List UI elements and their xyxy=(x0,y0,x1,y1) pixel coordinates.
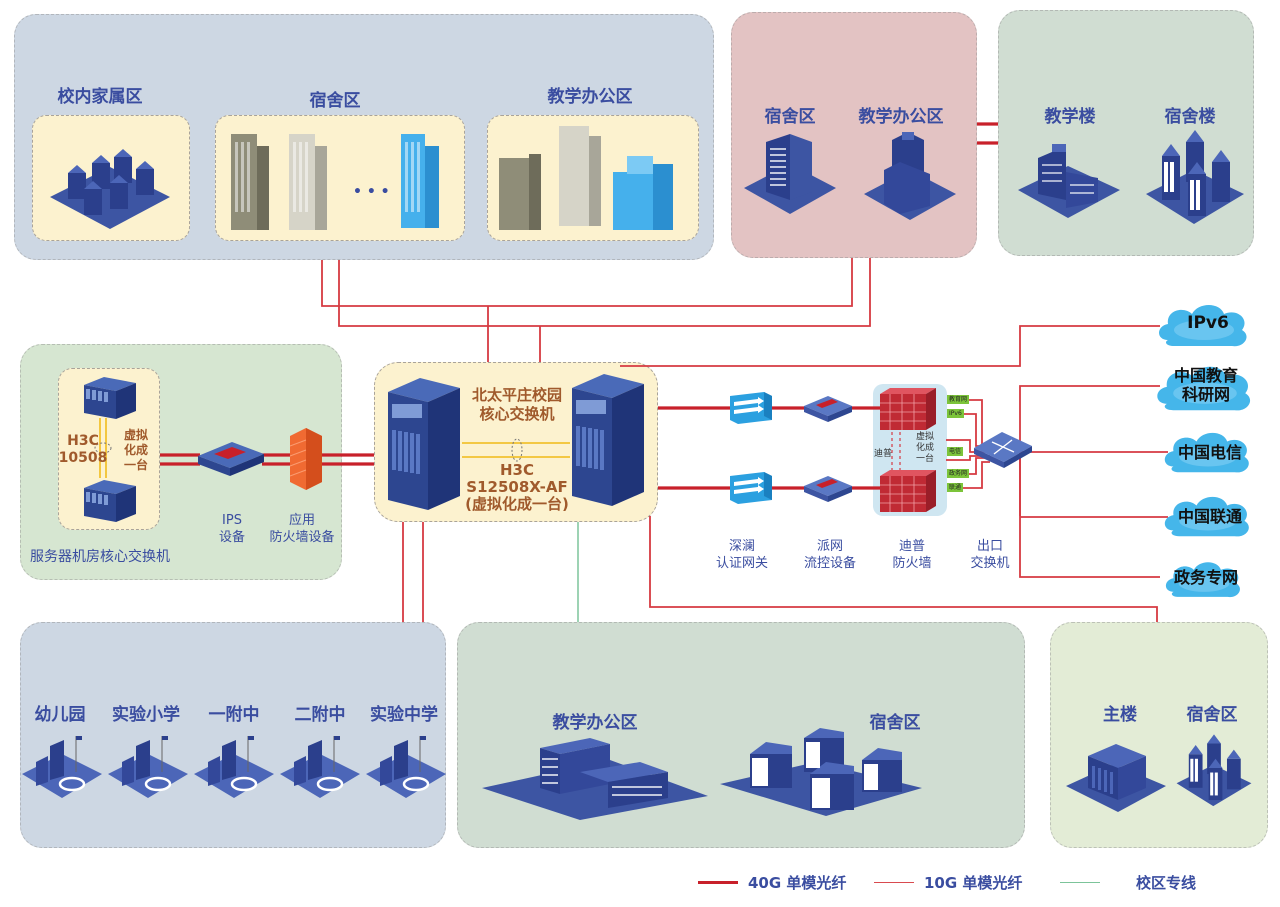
cloud-icon xyxy=(1164,432,1249,473)
legend-swatch-40g xyxy=(698,881,738,884)
fw-cluster-vendor: 迪普 xyxy=(874,449,893,459)
link-unicom xyxy=(1019,452,1160,578)
ips-label: IPS 设备 xyxy=(218,513,245,545)
area-label: 教学办公区 xyxy=(547,87,633,107)
dorm-complex-icon xyxy=(720,728,922,816)
cloud-label-cernet: 中国教育 科研网 xyxy=(1173,366,1238,404)
port-tag: 电信 xyxy=(947,447,964,456)
server-switch-virtual-note: 虚拟 化成 一台 xyxy=(123,428,148,472)
school-icon xyxy=(22,736,102,798)
server-core-switch-bottom-icon xyxy=(84,480,136,522)
ellipsis: • • • xyxy=(353,184,390,200)
school-label: 一附中 xyxy=(208,705,260,725)
legend-item-campus-line: 校区专线 xyxy=(1060,872,1196,893)
link-north-b xyxy=(338,258,871,327)
cloud-label-unicom: 中国联通 xyxy=(1177,507,1242,526)
server-switch-model: H3C 10508 xyxy=(58,433,108,466)
cloud-icon xyxy=(1164,496,1249,537)
cloud-label-ipv6: IPv6 xyxy=(1187,313,1229,333)
egress-device-label: 出口 交换机 xyxy=(970,539,1010,571)
dormitory-towers-icon xyxy=(231,134,439,230)
main-hall-icon xyxy=(1066,744,1166,812)
area-label: 教学办公区 xyxy=(858,107,944,127)
residential-cluster-icon xyxy=(50,149,170,229)
egress-switch-icon xyxy=(974,432,1032,468)
school-label: 实验小学 xyxy=(112,705,180,725)
app-firewall-icon xyxy=(289,428,322,490)
egress-device-label: 迪普 防火墙 xyxy=(892,539,932,571)
core-switch-right-icon xyxy=(572,374,644,506)
school-icon xyxy=(108,736,188,798)
egress-device-label: 深澜 认证网关 xyxy=(715,539,768,571)
legend-label: 校区专线 xyxy=(1136,874,1197,892)
area-label: 宿舍区 xyxy=(764,107,816,127)
cloud-icon xyxy=(1157,366,1251,411)
area-label: 教学楼 xyxy=(1044,107,1096,127)
area-label: 主楼 xyxy=(1103,705,1137,725)
link-core-ipv6 xyxy=(620,325,1160,367)
dorm-buildings-icon xyxy=(1176,734,1252,807)
legend-swatch-10g xyxy=(874,881,914,884)
highrise-icon xyxy=(744,134,836,214)
ips-device-icon xyxy=(198,442,264,476)
zone-affiliated-schools xyxy=(20,622,446,848)
legend-label: 10G 单模光纤 xyxy=(924,874,1023,892)
auth-gateway-icon xyxy=(730,392,772,424)
server-core-switch-top-icon xyxy=(84,377,136,419)
zone-campus-pink xyxy=(731,12,977,258)
zone-campus-southeast xyxy=(1050,622,1268,848)
area-label: 宿舍区 xyxy=(869,713,921,733)
area-label: 宿舍楼 xyxy=(1164,107,1216,127)
cloud-label-gov: 政务专网 xyxy=(1173,568,1238,587)
campus-office-icon xyxy=(482,738,708,820)
firewall-icon-2 xyxy=(880,470,936,512)
fw-cluster-virtual-note: 虚拟 化成 一台 xyxy=(916,432,935,464)
dorm-buildings-icon xyxy=(1146,130,1244,224)
port-tag: 教育网 xyxy=(947,395,970,404)
core-switch-model: H3C S12508X-AF (虚拟化成一台) xyxy=(465,461,569,513)
egress-device-label: 派网 流控设备 xyxy=(803,539,856,571)
school-label: 二附中 xyxy=(294,705,346,725)
app-firewall-label: 应用 防火墙设备 xyxy=(269,513,335,545)
area-label: 教学办公区 xyxy=(552,713,638,733)
school-label: 实验中学 xyxy=(370,705,438,725)
cloud-label-telecom: 中国电信 xyxy=(1177,443,1242,462)
port-tag: 联通 xyxy=(947,483,964,492)
server-room-caption: 服务器机房核心交换机 xyxy=(30,549,170,565)
legend-label: 40G 单模光纤 xyxy=(748,874,847,892)
auth-gateway-icon-2 xyxy=(730,472,772,504)
area-label: 校内家属区 xyxy=(57,87,143,107)
office-buildings-icon xyxy=(499,126,673,230)
teaching-building-icon xyxy=(1018,144,1120,218)
cloud-icon xyxy=(1165,562,1240,598)
port-tag: 政务网 xyxy=(947,469,970,478)
firewall-icon xyxy=(880,388,936,430)
school-label: 幼儿园 xyxy=(34,705,86,725)
flow-control-icon-2 xyxy=(804,476,852,502)
port-tag: IPv6 xyxy=(947,409,964,418)
area-label: 宿舍区 xyxy=(309,91,361,111)
office-tower-icon xyxy=(864,132,956,220)
school-icon xyxy=(194,736,274,798)
link-cernet xyxy=(1019,385,1160,516)
core-switch-left-icon xyxy=(388,378,460,510)
core-switch-title: 北太平庄校园 核心交换机 xyxy=(471,386,562,423)
legend-item-40g: 40G 单模光纤 xyxy=(698,872,846,893)
cloud-icon xyxy=(1159,305,1247,347)
school-icon xyxy=(366,736,446,798)
school-icon xyxy=(280,736,360,798)
flow-control-icon xyxy=(804,396,852,422)
link-north-a xyxy=(321,258,853,307)
area-label: 宿舍区 xyxy=(1186,705,1238,725)
legend-item-10g: 10G 单模光纤 xyxy=(874,872,1022,893)
legend-swatch-campus-line xyxy=(1060,881,1100,884)
zone-campus-northeast xyxy=(998,10,1254,256)
